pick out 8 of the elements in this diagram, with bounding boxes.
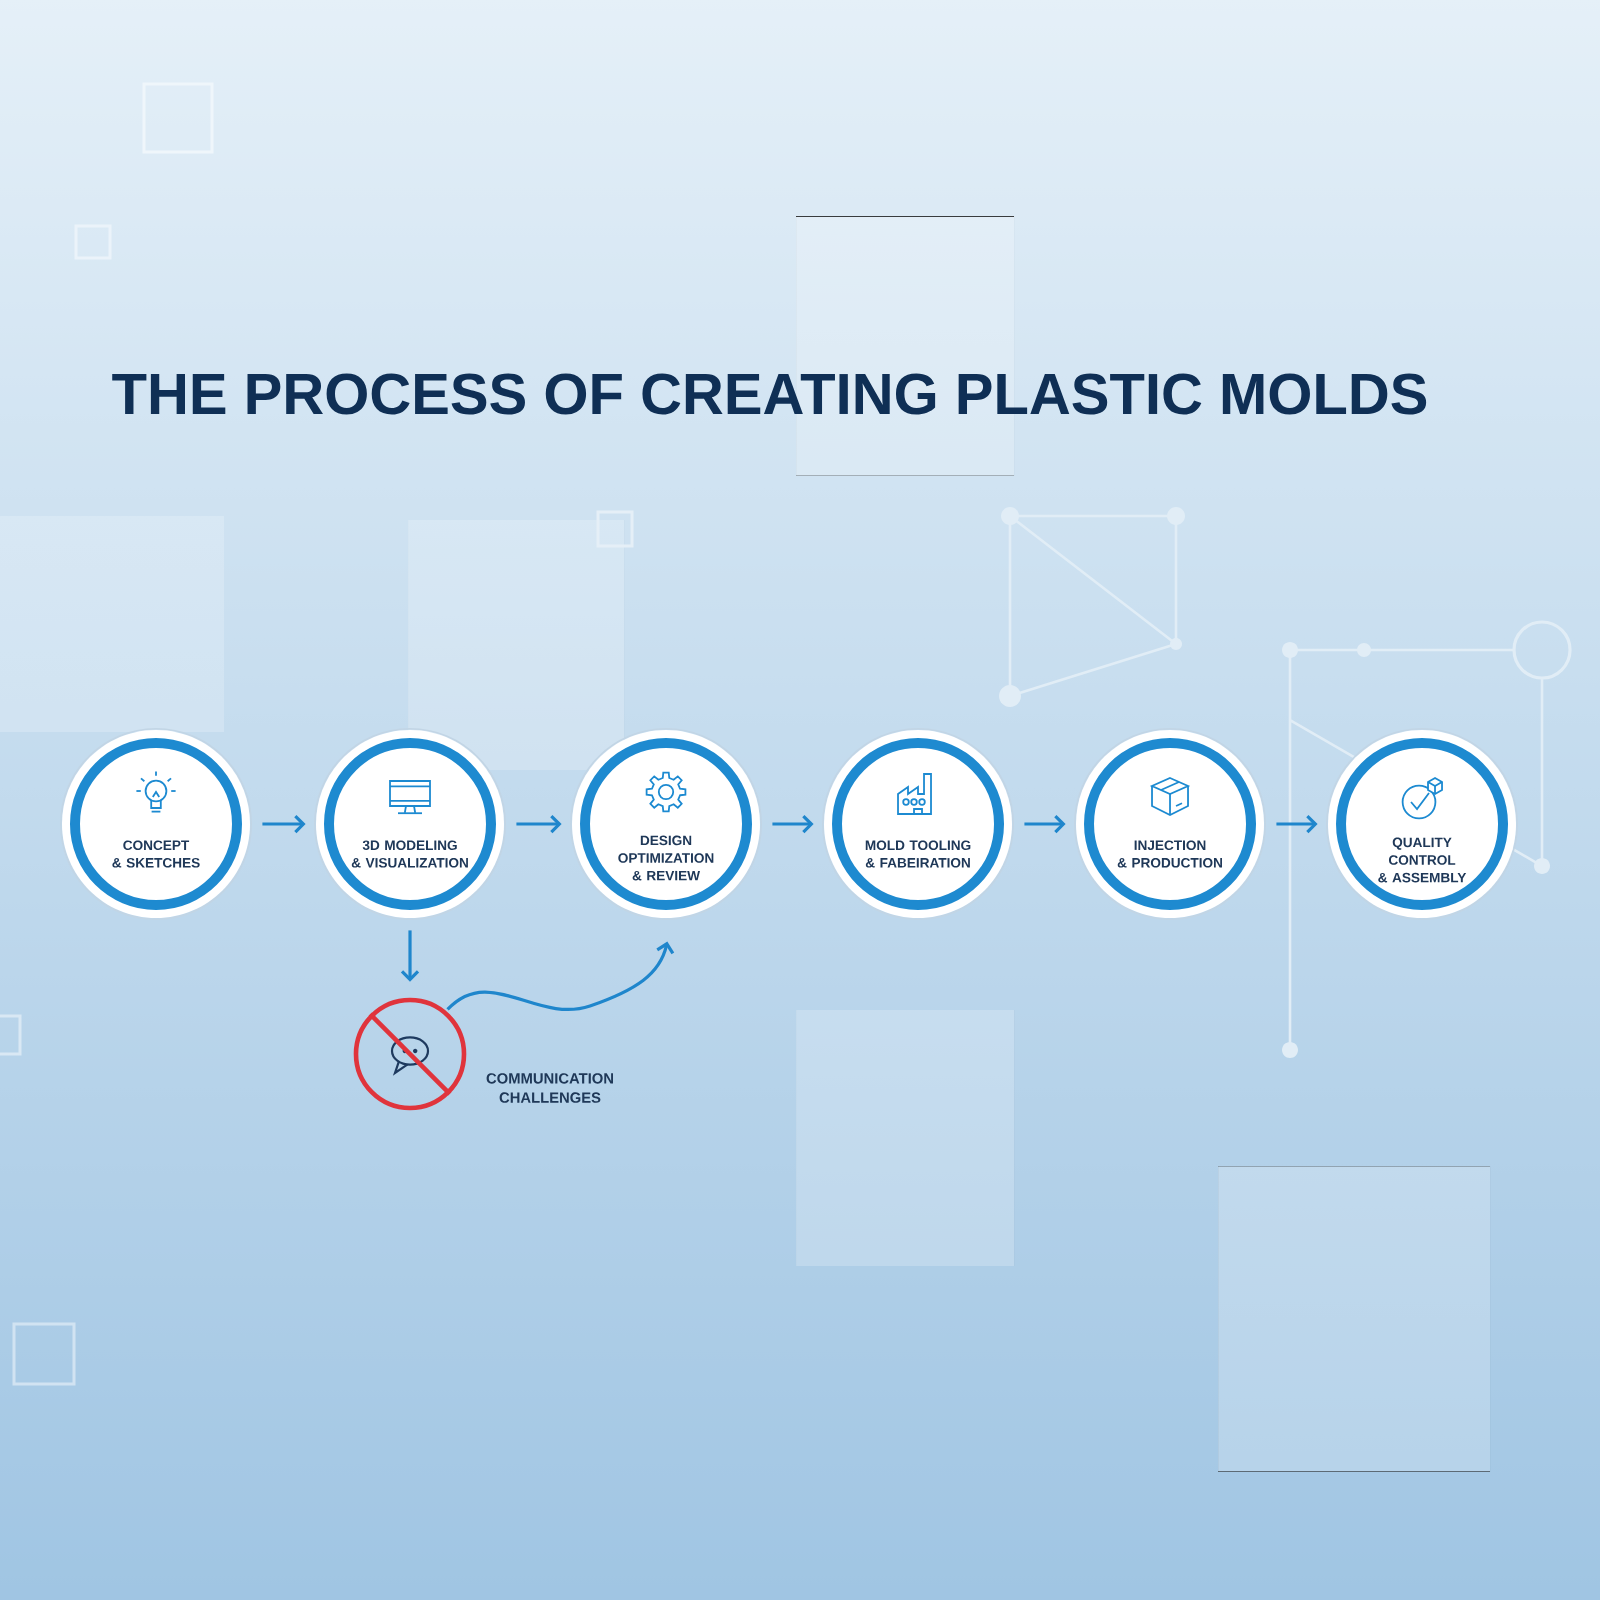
arrow [1276, 814, 1318, 834]
arrow [516, 814, 562, 834]
title: THE PROCESS OF CREATING PLASTIC MOLDS [112, 373, 1427, 415]
arrow [400, 930, 420, 982]
arrow [262, 814, 306, 834]
arrow [446, 941, 675, 1011]
arrow [1024, 814, 1066, 834]
arrow [772, 814, 814, 834]
